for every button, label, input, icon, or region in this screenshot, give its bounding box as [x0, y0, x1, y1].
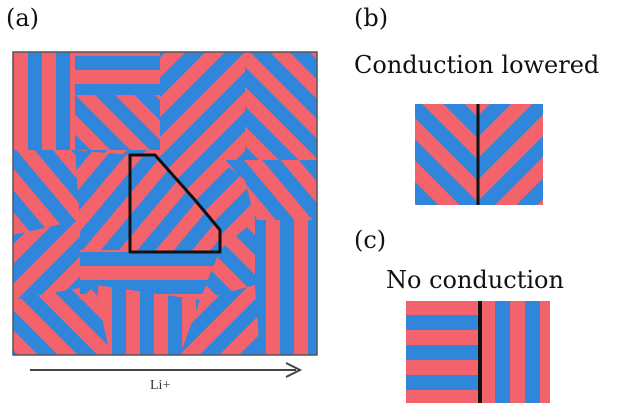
panel-c-caption: No conduction: [386, 266, 564, 294]
panel-c-label: (c): [354, 226, 387, 254]
domain-grain: [75, 150, 130, 250]
highlighted-grain: [130, 155, 220, 252]
domain-grain: [95, 285, 200, 355]
panel-c-boundary-illustration: [406, 301, 550, 403]
panel-b-caption: Conduction lowered: [354, 51, 600, 79]
domain-grain: [13, 285, 110, 355]
li-ion-arrow: [30, 362, 303, 378]
highlighted-grain-outline: [128, 153, 222, 254]
domain-grain: [75, 52, 160, 95]
domain-grain: [220, 160, 317, 220]
domain-grain: [245, 52, 317, 160]
panel-a-label: (a): [6, 4, 40, 32]
domain-grain: [13, 150, 80, 235]
panel-b-boundary-illustration: [415, 104, 543, 205]
domain-grain: [80, 250, 220, 300]
panel-b-label: (b): [354, 4, 389, 32]
domain-grain: [200, 220, 255, 300]
domain-grain: [75, 95, 160, 150]
domain-grain: [13, 52, 75, 150]
domain-grain: [160, 52, 245, 150]
domain-grain: [255, 220, 317, 355]
domain-grain: [180, 285, 260, 355]
panel-a-domain-map: [13, 52, 317, 355]
domain-grain: [13, 220, 80, 300]
li-ion-label: Li+: [150, 378, 171, 393]
panel-a-border: [12, 51, 318, 356]
